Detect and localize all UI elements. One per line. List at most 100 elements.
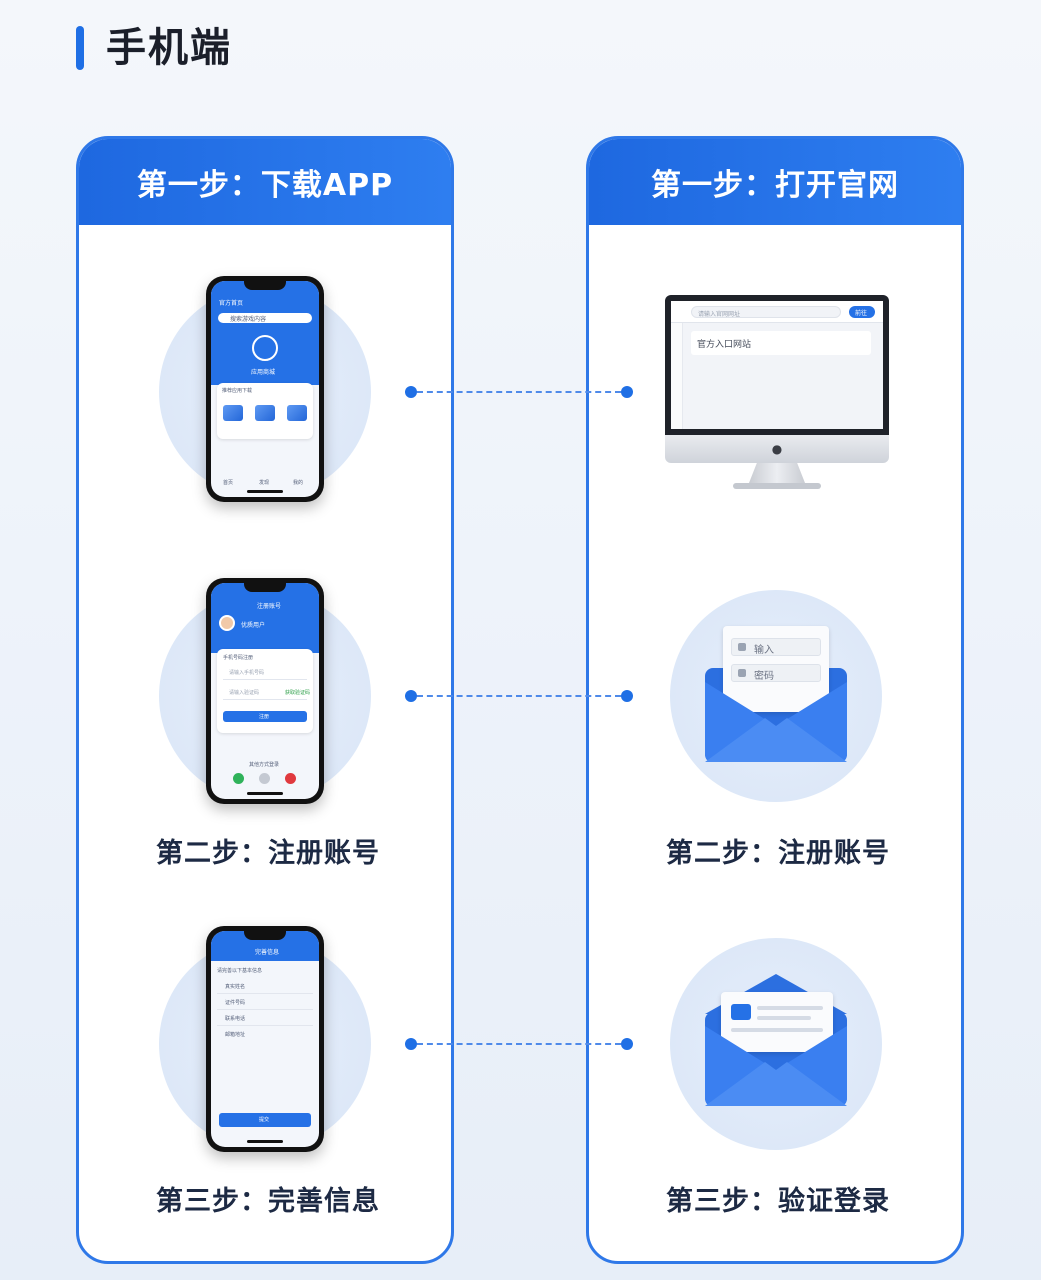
divider <box>217 993 313 994</box>
section-title: 推荐应用下载 <box>222 388 253 394</box>
phone-mockup-download-app: 官方首页 搜索游戏内容 应用商城 推荐应用下载 首页 发现 我的 <box>206 276 324 502</box>
submit-label: 注册 <box>259 714 270 720</box>
envelope-paper: 输入 密码 <box>723 626 829 712</box>
letter-line <box>757 1016 811 1020</box>
step-label-register: 第二步：注册账号 <box>666 838 890 869</box>
go-button[interactable]: 前往 <box>849 306 875 318</box>
phone-input[interactable]: 请输入手机号码 <box>229 670 265 676</box>
apple-logo-icon: ● <box>771 442 783 456</box>
weibo-login-icon[interactable] <box>285 773 296 784</box>
monitor-base <box>733 483 821 489</box>
info-row-phone[interactable]: 联系电话 <box>225 1016 246 1022</box>
other-login-label: 其他方式登录 <box>249 762 280 768</box>
phone-notch <box>244 931 286 940</box>
divider <box>223 679 307 680</box>
recommend-card: 推荐应用下载 <box>217 383 313 439</box>
cloud-login-icon[interactable] <box>259 773 270 784</box>
side-rail <box>671 323 683 429</box>
info-row-id[interactable]: 证件号码 <box>225 1000 246 1006</box>
home-indicator <box>247 1140 283 1143</box>
submit-label: 提交 <box>259 1117 270 1123</box>
connector-dot <box>405 690 417 702</box>
phone-mockup-complete-info: 完善信息 请完善以下基本信息 真实姓名 证件号码 联系电话 邮箱地址 提交 <box>206 926 324 1152</box>
username-field-label: 输入 <box>754 645 774 656</box>
lock-icon <box>738 669 746 677</box>
monitor-chin: ● <box>665 435 889 463</box>
divider <box>217 1009 313 1010</box>
letter-badge-icon <box>731 1004 751 1020</box>
wechat-login-icon[interactable] <box>233 773 244 784</box>
divider <box>223 699 307 700</box>
step-label-verify-login: 第三步：验证登录 <box>666 1186 890 1217</box>
page-title: 手机端 <box>106 25 232 71</box>
panel-header-title: 第一步：下载APP <box>136 168 394 203</box>
nav-home[interactable]: 首页 <box>223 480 234 486</box>
nav-discover[interactable]: 发现 <box>259 480 270 486</box>
info-row-email[interactable]: 邮箱地址 <box>225 1032 246 1038</box>
hero-label: 应用商城 <box>251 369 276 376</box>
register-submit-button[interactable]: 注册 <box>223 711 307 722</box>
go-label: 前往 <box>855 310 868 317</box>
app-header <box>211 281 319 385</box>
avatar <box>219 615 235 631</box>
submit-info-button[interactable]: 提交 <box>219 1113 311 1127</box>
phone-notch <box>244 583 286 592</box>
password-field-label: 密码 <box>754 671 774 682</box>
url-input[interactable]: 请输入官网网址 <box>691 306 841 318</box>
screen-title: 注册账号 <box>257 603 282 610</box>
connector-dot <box>621 1038 633 1050</box>
connector-line <box>417 391 621 393</box>
envelope-front <box>705 1026 847 1106</box>
phone-mockup-register: 注册账号 优质用户 手机号码注册 请输入手机号码 请输入验证码 获取验证码 注册… <box>206 578 324 804</box>
step-label-complete-info: 第三步：完善信息 <box>156 1186 380 1217</box>
envelope-front <box>705 682 847 762</box>
get-code-button[interactable]: 获取验证码 <box>285 690 311 696</box>
app-thumbnail[interactable] <box>287 405 307 421</box>
envelope-letter <box>721 992 833 1052</box>
user-icon <box>738 643 746 651</box>
register-envelope: 输入 密码 <box>705 626 847 762</box>
url-placeholder: 请输入官网网址 <box>698 311 741 318</box>
store-icon <box>252 335 278 361</box>
search-placeholder: 搜索游戏内容 <box>230 316 267 323</box>
letter-line <box>757 1006 823 1010</box>
connector-dot <box>405 386 417 398</box>
app-name: 官方首页 <box>219 300 244 307</box>
step-connector <box>405 386 633 398</box>
connector-dot <box>621 386 633 398</box>
password-field[interactable]: 密码 <box>731 664 821 682</box>
register-form-card: 手机号码注册 请输入手机号码 请输入验证码 获取验证码 注册 <box>217 649 313 733</box>
step-label-register: 第二步：注册账号 <box>156 838 380 869</box>
code-input[interactable]: 请输入验证码 <box>229 690 260 696</box>
monitor-screen: 请输入官网网址 前往 官方入口网站 <box>671 301 883 429</box>
panel-header-download-app: 第一步：下载APP <box>79 139 451 225</box>
step-connector <box>405 690 633 702</box>
panel-header-open-website: 第一步：打开官网 <box>589 139 961 225</box>
connector-line <box>417 1043 621 1045</box>
connector-dot <box>621 690 633 702</box>
phone-notch <box>244 281 286 290</box>
divider <box>217 1025 313 1026</box>
home-indicator <box>247 792 283 795</box>
content-text: 官方入口网站 <box>697 340 752 350</box>
step-connector <box>405 1038 633 1050</box>
user-name: 优质用户 <box>241 622 266 629</box>
form-title: 手机号码注册 <box>223 655 254 661</box>
panel-header-title: 第一步：打开官网 <box>651 168 899 203</box>
home-indicator <box>247 490 283 493</box>
monitor-stand <box>749 463 805 483</box>
app-thumbnail[interactable] <box>255 405 275 421</box>
username-field[interactable]: 输入 <box>731 638 821 656</box>
desktop-monitor: 请输入官网网址 前往 官方入口网站 ● <box>665 295 889 489</box>
section-title: 请完善以下基本信息 <box>217 968 263 974</box>
letter-line <box>731 1028 823 1032</box>
nav-profile[interactable]: 我的 <box>293 480 304 486</box>
app-thumbnail[interactable] <box>223 405 243 421</box>
search-input[interactable]: 搜索游戏内容 <box>218 313 312 323</box>
verify-envelope <box>705 974 847 1106</box>
title-accent-bar <box>76 26 84 70</box>
screen-title: 完善信息 <box>255 949 280 956</box>
connector-dot <box>405 1038 417 1050</box>
content-card: 官方入口网站 <box>691 331 871 355</box>
info-row-name[interactable]: 真实姓名 <box>225 984 246 990</box>
